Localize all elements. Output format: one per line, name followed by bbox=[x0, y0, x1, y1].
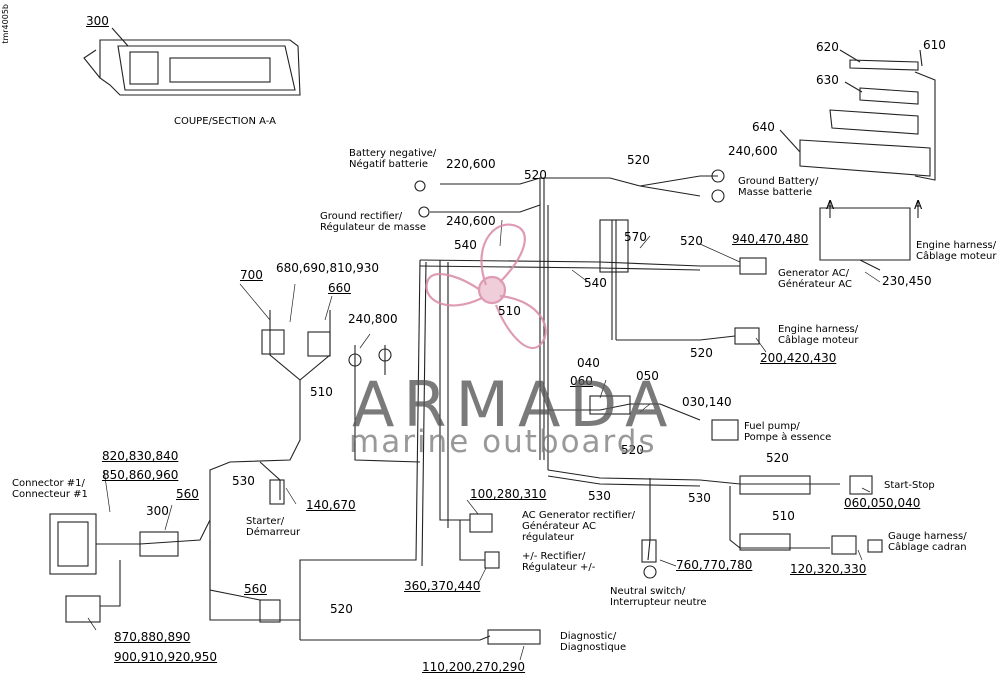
callout-940-470-480: 940,470,480 bbox=[732, 232, 809, 246]
callout-040: 040 bbox=[577, 356, 600, 370]
callout-660: 660 bbox=[328, 281, 351, 295]
label-generator-ac: Generator AC/Générateur AC bbox=[778, 268, 852, 290]
callout-610: 610 bbox=[923, 38, 946, 52]
section-marker-a-left: A bbox=[826, 198, 835, 212]
watermark-brand: ARMADA bbox=[352, 368, 677, 441]
callout-050: 050 bbox=[636, 369, 659, 383]
label-rectifier: +/- Rectifier/Régulateur +/- bbox=[522, 551, 596, 573]
callout-140-670: 140,670 bbox=[306, 498, 356, 512]
callout-360-370-440: 360,370,440 bbox=[404, 579, 481, 593]
label-connector-1: Connector #1/Connecteur #1 bbox=[12, 478, 88, 500]
callout-510-b: 510 bbox=[310, 385, 333, 399]
section-marker-a-right: A bbox=[914, 198, 923, 212]
callout-520-c: 520 bbox=[680, 234, 703, 248]
callout-530-c: 530 bbox=[688, 491, 711, 505]
callout-110-200-270-290: 110,200,270,290 bbox=[422, 660, 526, 674]
label-engine-harness-b: Engine harness/Câblage moteur bbox=[778, 324, 859, 346]
callout-620: 620 bbox=[816, 40, 839, 54]
label-start-stop: Start-Stop bbox=[884, 480, 935, 491]
callout-680-690-810-930: 680,690,810,930 bbox=[276, 261, 380, 275]
callout-560-a: 560 bbox=[176, 487, 199, 501]
callout-530-b: 530 bbox=[588, 489, 611, 503]
callout-870-880-890: 870,880,890 bbox=[114, 630, 191, 644]
label-diagnostic: Diagnostic/Diagnostique bbox=[560, 631, 627, 653]
callout-240-600-a: 240,600 bbox=[728, 144, 778, 158]
label-starter: Starter/Démarreur bbox=[246, 516, 301, 538]
callout-510-a: 510 bbox=[498, 304, 521, 318]
callout-570: 570 bbox=[624, 230, 647, 244]
callout-240-600-b: 240,600 bbox=[446, 214, 496, 228]
callout-520-e: 520 bbox=[766, 451, 789, 465]
callout-230-450: 230,450 bbox=[882, 274, 932, 288]
callout-220-600: 220,600 bbox=[446, 157, 496, 171]
callout-030-140: 030,140 bbox=[682, 395, 732, 409]
label-neutral-switch: Neutral switch/Interrupteur neutre bbox=[610, 586, 707, 608]
callout-240-800: 240,800 bbox=[348, 312, 398, 326]
callout-640: 640 bbox=[752, 120, 775, 134]
document-code: tmr4005b bbox=[1, 4, 10, 44]
watermark-tagline: marine outboards bbox=[349, 424, 657, 460]
callout-530-a: 530 bbox=[232, 474, 255, 488]
callout-900-910-920-950: 900,910,920,950 bbox=[114, 650, 218, 664]
callout-300-top: 300 bbox=[86, 14, 109, 28]
callout-850-860-960: 850,860,960 bbox=[102, 468, 179, 482]
callout-100-280-310: 100,280,310 bbox=[470, 487, 547, 501]
callout-520-f: 520 bbox=[330, 602, 353, 616]
callout-060: 060 bbox=[570, 374, 593, 388]
label-battery-negative: Battery negative/Négatif batterie bbox=[349, 148, 437, 170]
callout-510-c: 510 bbox=[772, 509, 795, 523]
label-gauge-harness: Gauge harness/Câblage cadran bbox=[888, 531, 967, 553]
callout-200-420-430: 200,420,430 bbox=[760, 351, 837, 365]
label-ground-rectifier: Ground rectifier/Régulateur de masse bbox=[320, 211, 427, 233]
watermark-propeller bbox=[425, 223, 547, 349]
callout-120-320-330: 120,320,330 bbox=[790, 562, 867, 576]
label-ground-battery: Ground Battery/Masse batterie bbox=[738, 176, 819, 198]
label-engine-harness-a: Engine harness/Câblage moteur bbox=[916, 240, 997, 262]
callout-700: 700 bbox=[240, 268, 263, 282]
callout-540-a: 540 bbox=[454, 238, 477, 252]
callout-520-a: 520 bbox=[524, 168, 547, 182]
section-caption: COUPE/SECTION A-A bbox=[174, 116, 276, 127]
callout-820-830-840: 820,830,840 bbox=[102, 449, 179, 463]
callout-300-mid: 300 bbox=[146, 504, 169, 518]
callout-520-d: 520 bbox=[690, 346, 713, 360]
callout-760-770-780: 760,770,780 bbox=[676, 558, 753, 572]
callout-060-050-040: 060,050,040 bbox=[844, 496, 921, 510]
callout-630: 630 bbox=[816, 73, 839, 87]
label-fuel-pump: Fuel pump/Pompe à essence bbox=[744, 421, 832, 443]
callout-520-small: 520 bbox=[621, 443, 644, 457]
callout-520-b: 520 bbox=[627, 153, 650, 167]
callout-560-b: 560 bbox=[244, 582, 267, 596]
callout-540-b: 540 bbox=[584, 276, 607, 290]
